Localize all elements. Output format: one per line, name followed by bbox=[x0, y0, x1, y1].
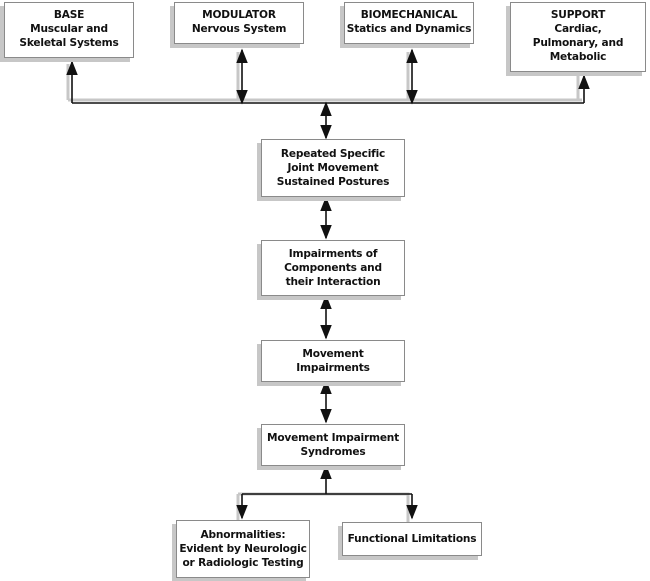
syndromes-box: Movement Impairment Syndromes bbox=[261, 424, 405, 466]
modulator-line1: Nervous System bbox=[191, 23, 287, 35]
abnormalities-line2: Evident by Neurologic bbox=[179, 543, 307, 555]
repeated-line2: Joint Movement bbox=[287, 162, 379, 174]
base-line2: Skeletal Systems bbox=[19, 37, 119, 49]
movement-impairments-line1: Movement bbox=[302, 348, 364, 360]
biomechanical-title: BIOMECHANICAL bbox=[360, 9, 458, 21]
support-line2: Pulmonary, and bbox=[532, 37, 624, 49]
biomechanical-line1: Statics and Dynamics bbox=[346, 23, 472, 35]
abnormalities-line1: Abnormalities: bbox=[200, 529, 286, 541]
repeated-line1: Repeated Specific bbox=[280, 148, 386, 160]
functional-line1: Functional Limitations bbox=[347, 533, 477, 545]
support-title: SUPPORT bbox=[550, 9, 606, 21]
modulator-box: MODULATOR Nervous System bbox=[174, 2, 304, 44]
movement-impairments-line2: Impairments bbox=[296, 362, 370, 374]
functional-limitations-box: Functional Limitations bbox=[342, 522, 482, 556]
movement-impairments-box: Movement Impairments bbox=[261, 340, 405, 382]
modulator-title: MODULATOR bbox=[202, 9, 276, 21]
abnormalities-line3: or Radiologic Testing bbox=[182, 557, 304, 569]
impairments-components-line3: their Interaction bbox=[285, 276, 381, 288]
support-line1: Cardiac, bbox=[554, 23, 602, 35]
support-line3: Metabolic bbox=[549, 51, 607, 63]
base-title: BASE bbox=[53, 9, 85, 21]
repeated-movement-box: Repeated Specific Joint Movement Sustain… bbox=[261, 139, 405, 197]
syndromes-line1: Movement Impairment bbox=[266, 432, 400, 444]
repeated-line3: Sustained Postures bbox=[276, 176, 390, 188]
biomechanical-box: BIOMECHANICAL Statics and Dynamics bbox=[344, 2, 474, 44]
abnormalities-box: Abnormalities: Evident by Neurologic or … bbox=[176, 520, 310, 578]
support-box: SUPPORT Cardiac, Pulmonary, and Metaboli… bbox=[510, 2, 646, 72]
impairments-components-line1: Impairments of bbox=[288, 248, 378, 260]
syndromes-line2: Syndromes bbox=[300, 446, 366, 458]
impairments-components-box: Impairments of Components and their Inte… bbox=[261, 240, 405, 296]
base-line1: Muscular and bbox=[30, 23, 108, 35]
base-box: BASE Muscular and Skeletal Systems bbox=[4, 2, 134, 58]
impairments-components-line2: Components and bbox=[284, 262, 382, 274]
